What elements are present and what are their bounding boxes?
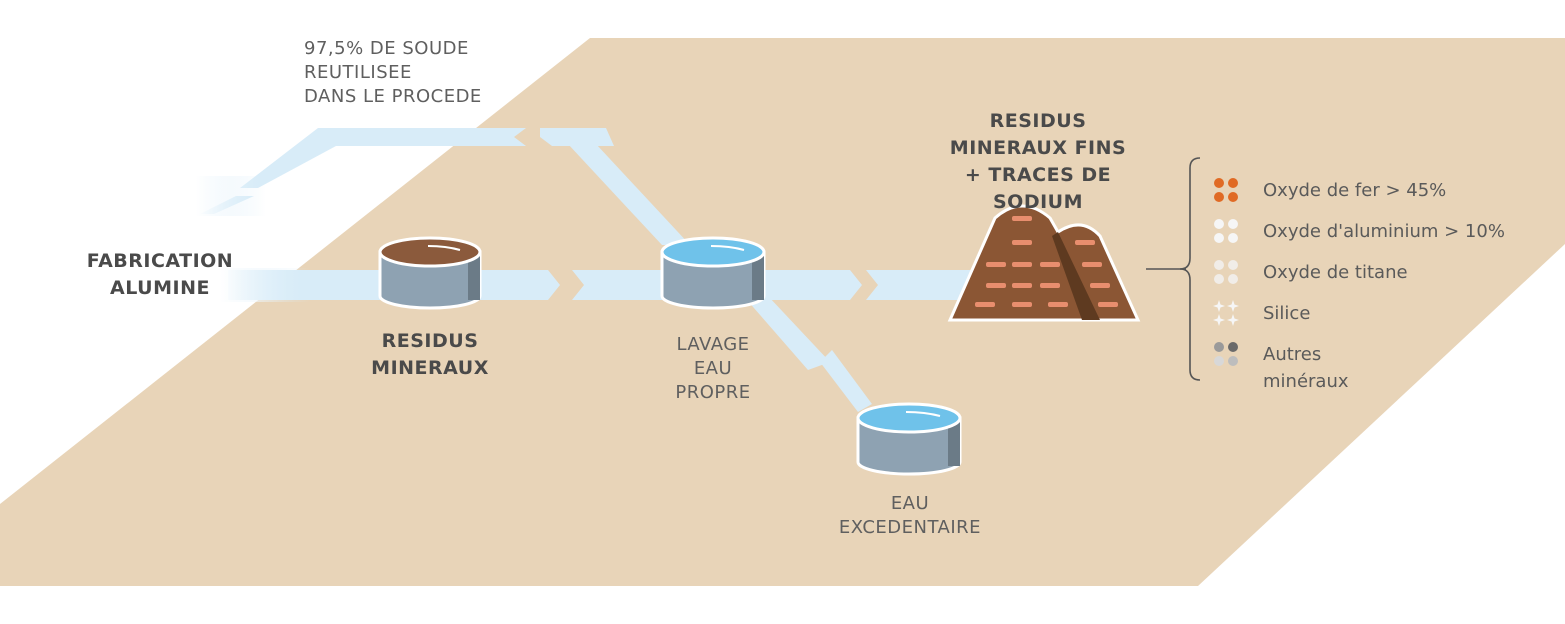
label-fabrication-alumine: FABRICATION ALUMINE: [86, 250, 234, 299]
flow-fade-left: [220, 268, 310, 302]
flow-arrow-return-top: [318, 128, 526, 146]
flow-arrow-diagonal-1: [740, 292, 830, 370]
label-eau-excedentaire: EAU EXCEDENTAIRE: [838, 493, 982, 538]
label-residus-mineraux-fins: RESIDUS MINERAUX FINS + TRACES DE SODIUM: [949, 110, 1127, 213]
flow-arrow-3: [866, 270, 975, 300]
silica-stars-icon: [1213, 300, 1239, 326]
iron-oxide-dots-icon: [1214, 178, 1238, 202]
flow-arrow-return-down: [240, 128, 336, 188]
legend-bracket: [1179, 157, 1201, 381]
tank-residus: [378, 236, 482, 310]
label-residus-mineraux: RESIDUS MINERAUX: [371, 330, 489, 379]
flow-fade-return: [196, 176, 266, 216]
other-minerals-dots-icon: [1214, 342, 1238, 366]
legend-item-oxyde-fer: Oxyde de fer > 45%: [1263, 180, 1447, 201]
label-soude-reutilisee: 97,5% DE SOUDE REUTILISEE DANS LE PROCED…: [304, 38, 482, 107]
legend-item-silice: Silice: [1263, 303, 1311, 324]
flow-arrow-diagonal-2: [820, 350, 872, 412]
legend-item-oxyde-titane: Oxyde de titane: [1263, 262, 1408, 283]
aluminium-oxide-dots-icon: [1214, 219, 1238, 243]
titanium-oxide-dots-icon: [1214, 260, 1238, 284]
flow-arrow-return-up: [568, 144, 690, 245]
legend-item-autres-mineraux: Autres minéraux: [1263, 344, 1349, 392]
legend-item-oxyde-aluminium: Oxyde d'aluminium > 10%: [1263, 221, 1505, 242]
label-lavage-eau-propre: LAVAGE EAU PROPRE: [675, 334, 751, 403]
residue-mound: [947, 204, 1141, 322]
tank-lavage: [660, 236, 766, 310]
tank-eau-excedentaire: [856, 402, 962, 476]
flow-arrow-return-top-right: [540, 128, 614, 146]
